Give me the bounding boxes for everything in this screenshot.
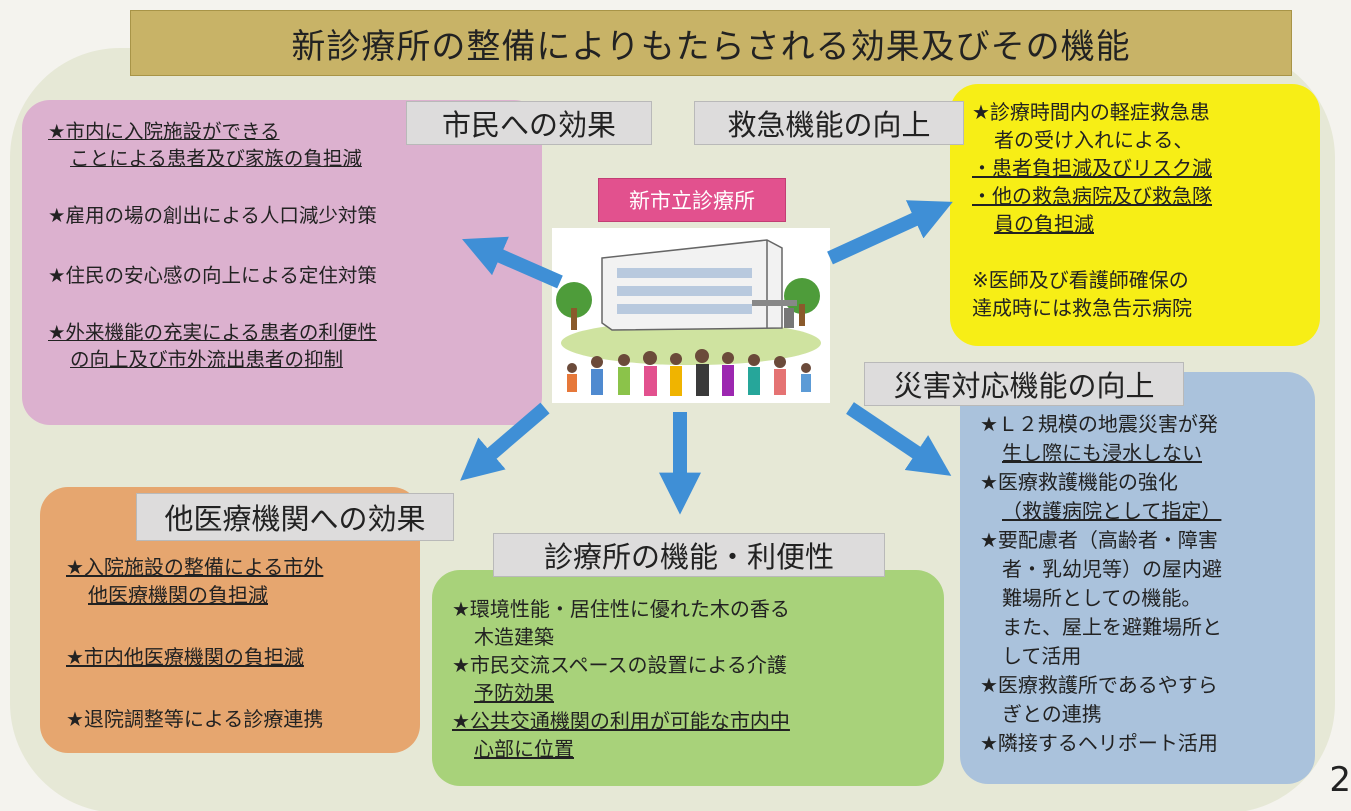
disaster-line-9: して活用	[1002, 644, 1082, 668]
citizens-item-3: ★住民の安心感の向上による定住対策	[48, 264, 377, 287]
clinic-function-line-4: 予防効果	[474, 681, 554, 705]
clinic-building-icon	[556, 239, 821, 396]
disaster-line-1: ★Ｌ２規模の地震災害が発	[980, 412, 1218, 436]
emergency-line-7: 達成時には救急告示病院	[972, 296, 1192, 320]
disaster-line-4: （救護病院として指定）	[1002, 499, 1222, 523]
other-medical-heading: 他医療機関への効果	[136, 493, 454, 541]
clinic-function-heading: 診療所の機能・利便性	[493, 533, 885, 577]
disaster-line-3: ★医療救護機能の強化	[980, 470, 1178, 494]
arrow-to-other-medical	[460, 402, 550, 481]
emergency-line-1: ★診療時間内の軽症救急患	[972, 100, 1210, 124]
disaster-list: ★Ｌ２規模の地震災害が発 生し際にも浸水しない ★医療救護機能の強化 （救護病院…	[980, 410, 1310, 758]
citizens-effect-box	[22, 100, 542, 425]
other-medical-list: ★入院施設の整備による市外 他医療機関の負担減 ★市内他医療機関の負担減 ★退院…	[66, 553, 416, 733]
arrow-to-disaster	[846, 402, 952, 476]
other-medical-line-2: 他医療機関の負担減	[88, 583, 268, 607]
citizens-item-2: ★雇用の場の創出による人口減少対策	[48, 204, 377, 227]
clinic-function-line-5: ★公共交通機関の利用が可能な市内中	[452, 709, 790, 733]
disaster-heading: 災害対応機能の向上	[864, 362, 1184, 406]
clinic-function-line-6: 心部に位置	[474, 737, 574, 761]
emergency-heading: 救急機能の向上	[694, 101, 964, 145]
citizens-item-4: ★外来機能の充実による患者の利便性 の向上及び市外流出患者の抑制	[48, 319, 518, 373]
citizens-item-4-line-2: の向上及び市外流出患者の抑制	[70, 348, 344, 371]
other-medical-line-1: ★入院施設の整備による市外	[66, 555, 324, 579]
disaster-box	[960, 372, 1315, 784]
disaster-line-8: また、屋上を避難場所と	[1002, 615, 1222, 639]
disaster-line-10: ★医療救護所であるやすら	[980, 673, 1218, 697]
new-clinic-label: 新市立診療所	[598, 178, 786, 222]
emergency-line-6: ※医師及び看護師確保の	[972, 268, 1189, 292]
disaster-line-5: ★要配慮者（高齢者・障害	[980, 528, 1218, 552]
citizens-item-1: ★市内に入院施設ができる ことによる患者及び家族の負担減	[48, 118, 518, 172]
clinic-function-box	[432, 570, 944, 786]
other-medical-line-3: ★市内他医療機関の負担減	[66, 645, 304, 669]
disaster-line-12: ★隣接するヘリポート活用	[980, 731, 1218, 755]
citizens-effect-list: ★市内に入院施設ができる ことによる患者及び家族の負担減 ★雇用の場の創出による…	[48, 118, 518, 373]
arrow-to-emergency	[827, 200, 953, 265]
emergency-line-5: 員の負担減	[994, 212, 1094, 236]
citizens-item-1-line-2: ことによる患者及び家族の負担減	[70, 147, 362, 170]
clinic-function-line-2: 木造建築	[474, 625, 554, 649]
disaster-line-7: 難場所としての機能。	[1002, 586, 1202, 610]
disaster-line-2: 生し際にも浸水しない	[1002, 441, 1202, 465]
page-number: 2	[1329, 760, 1351, 800]
disaster-line-6: 者・乳幼児等）の屋内避	[1002, 557, 1222, 581]
clinic-function-line-3: ★市民交流スペースの設置による介護	[452, 653, 787, 677]
citizens-item-4-line-1: ★外来機能の充実による患者の利便性	[48, 321, 377, 344]
arrow-to-citizens	[462, 236, 563, 289]
emergency-box	[950, 84, 1320, 346]
emergency-list: ★診療時間内の軽症救急患 者の受け入れによる、 ・患者負担減及びリスク減 ・他の…	[972, 98, 1312, 322]
emergency-line-3: ・患者負担減及びリスク減	[972, 156, 1212, 180]
other-medical-line-4: ★退院調整等による診療連携	[66, 707, 324, 731]
clinic-function-list: ★環境性能・居住性に優れた木の香る 木造建築 ★市民交流スペースの設置による介護…	[452, 595, 932, 763]
emergency-line-4: ・他の救急病院及び救急隊	[972, 184, 1212, 208]
page-title: 新診療所の整備によりもたらされる効果及びその機能	[130, 10, 1292, 76]
citizens-effect-heading: 市民への効果	[406, 101, 652, 145]
clinic-function-line-1: ★環境性能・居住性に優れた木の香る	[452, 597, 790, 621]
disaster-line-11: ぎとの連携	[1002, 702, 1102, 726]
citizens-item-1-line-1: ★市内に入院施設ができる	[48, 120, 280, 143]
clinic-illustration	[552, 228, 830, 403]
emergency-line-2: 者の受け入れによる、	[994, 128, 1194, 152]
